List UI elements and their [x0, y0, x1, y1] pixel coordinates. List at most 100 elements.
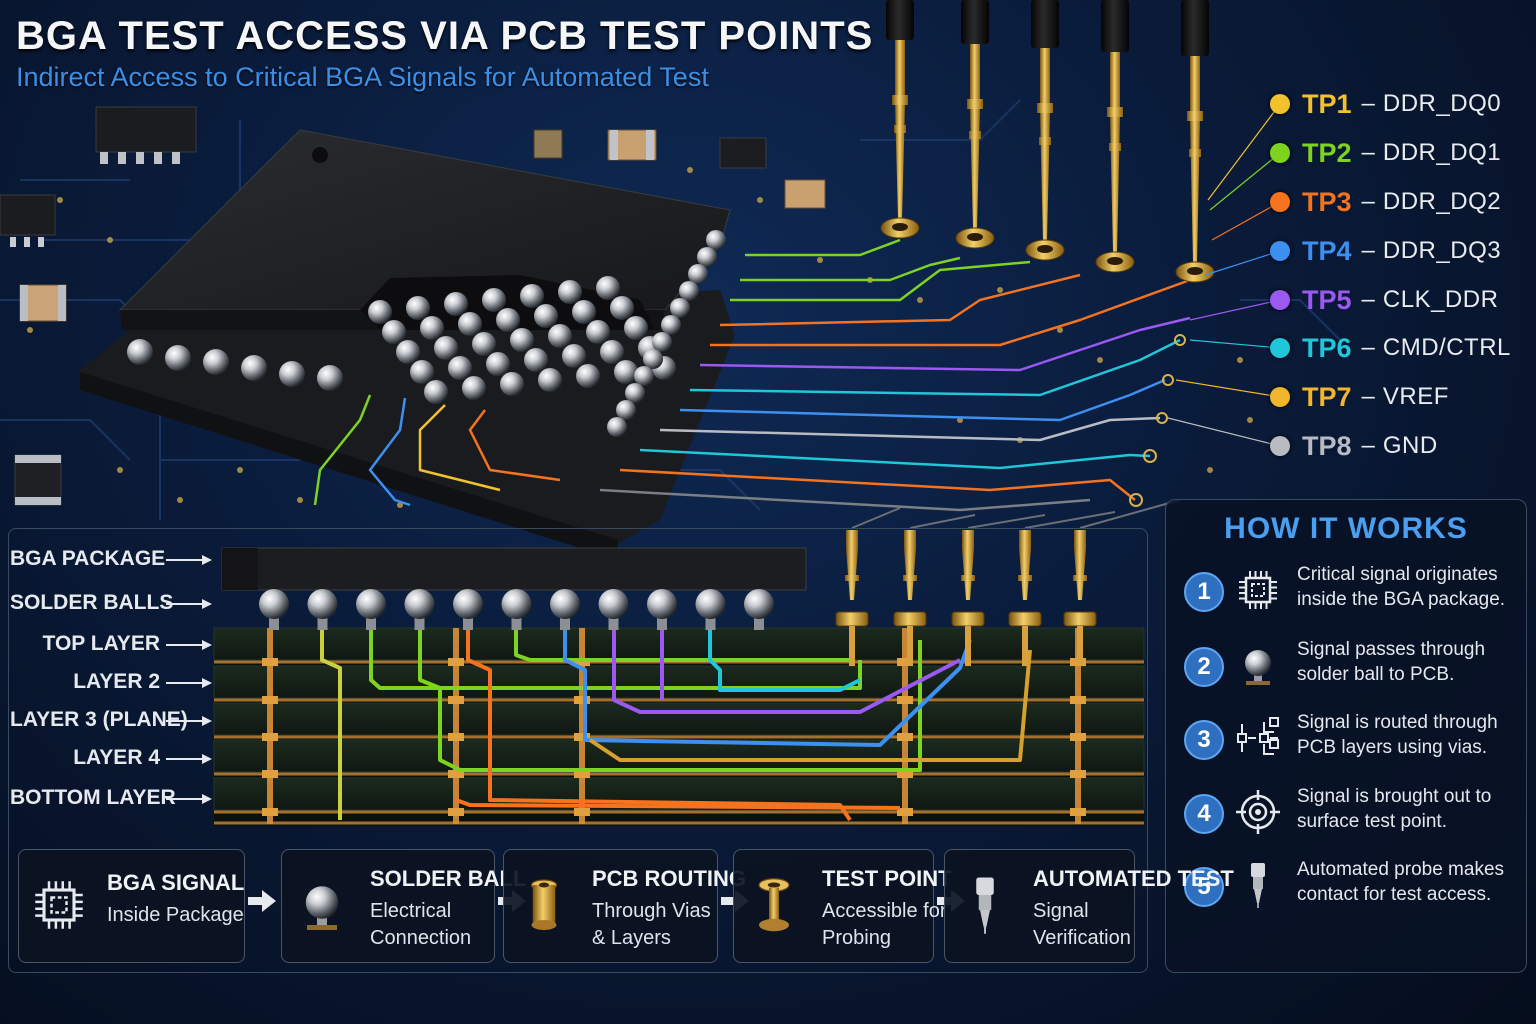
legend-separator: – — [1361, 139, 1375, 166]
flow-subtitle-2: Probing — [822, 927, 891, 949]
legend-signal-label: CMD/CTRL — [1382, 334, 1511, 361]
step-line-2: contact for test access. — [1297, 884, 1492, 905]
legend-item-tp3: TP3–DDR_DQ2 — [1270, 182, 1501, 222]
step-line-2: solder ball to PCB. — [1297, 664, 1455, 685]
solder-balls-label: SOLDER BALLS — [10, 591, 174, 614]
flow-subtitle-2: & Layers — [592, 927, 671, 949]
legend-separator: – — [1361, 432, 1375, 459]
how-it-works-panel: HOW IT WORKS 1 Critical signal originates… — [1165, 499, 1527, 973]
legend-tp-label: TP6 — [1302, 332, 1352, 363]
step-description: Signal passes through solder ball to PCB. — [1297, 637, 1522, 687]
chip-icon — [29, 860, 99, 952]
step-line-1: Automated probe makes — [1297, 859, 1505, 880]
legend-signal-label: CLK_DDR — [1382, 286, 1499, 313]
step-line-1: Signal passes through — [1297, 639, 1486, 660]
legend-tp-label: TP5 — [1302, 284, 1352, 315]
step-line-2: PCB layers using vias. — [1297, 737, 1488, 758]
legend-dot-icon — [1270, 241, 1290, 261]
flow-subtitle-1: Signal — [1033, 900, 1089, 922]
step-number-badge: 1 — [1184, 572, 1224, 612]
how-step-4: 4 Signal is brought out to surface test po… — [1166, 784, 1526, 844]
flow-subtitle-2: Verification — [1033, 927, 1131, 949]
bottom-layer-label: BOTTOM LAYER — [10, 786, 176, 809]
legend-dot-icon — [1270, 436, 1290, 456]
flow-arrow-icon — [248, 890, 276, 912]
layer-4-label: LAYER 4 — [73, 746, 160, 769]
legend-separator: – — [1361, 286, 1375, 313]
flow-subtitle-1: Electrical — [370, 900, 452, 922]
legend-tp-label: TP7 — [1302, 381, 1352, 412]
flow-subtitle-1: Through Vias — [592, 900, 711, 922]
legend-signal-label: DDR_DQ1 — [1382, 139, 1502, 166]
legend-tp-label: TP3 — [1302, 186, 1352, 217]
how-step-2: 2 Signal passes through solder ball to PCB… — [1166, 637, 1526, 697]
flow-subtitle-2: Connection — [370, 927, 472, 949]
step-line-1: Critical signal originates — [1297, 564, 1498, 585]
step-description: Critical signal originates inside the BGA… — [1297, 562, 1522, 612]
arrow-right-icon — [166, 555, 212, 565]
page-title: BGA TEST ACCESS VIA PCB TEST POINTS — [16, 14, 874, 58]
bga-package-label: BGA PACKAGE — [10, 547, 166, 570]
legend-tp-label: TP2 — [1302, 137, 1352, 168]
legend-item-tp5: TP5–CLK_DDR — [1270, 280, 1498, 320]
legend-dot-icon — [1270, 94, 1290, 114]
legend-dot-icon — [1270, 387, 1290, 407]
arrow-right-icon — [166, 754, 212, 764]
legend-tp-label: TP1 — [1302, 88, 1352, 119]
legend-dot-icon — [1270, 192, 1290, 212]
flow-subtitle-1: Inside Package — [107, 904, 244, 926]
chip-icon — [1234, 566, 1282, 614]
probe-icon — [955, 860, 1025, 952]
layer-3-label: LAYER 3 (PLANE) — [10, 708, 188, 731]
step-number-badge: 2 — [1184, 647, 1224, 687]
arrow-right-icon — [166, 794, 212, 804]
via-icon — [514, 860, 584, 952]
legend-signal-label: GND — [1382, 432, 1438, 459]
flow-title: AUTOMATED TEST — [1033, 866, 1234, 891]
layer-2-label: LAYER 2 — [73, 670, 160, 693]
step-line-1: Signal is brought out to — [1297, 786, 1492, 807]
flow-subtitle-1: Accessible for — [822, 900, 947, 922]
step-number-badge: 4 — [1184, 794, 1224, 834]
legend-separator: – — [1361, 383, 1375, 410]
legend-item-tp2: TP2–DDR_DQ1 — [1270, 133, 1501, 173]
legend-separator: – — [1361, 90, 1375, 117]
flow-title: SOLDER BALL — [370, 866, 527, 891]
step-line-2: inside the BGA package. — [1297, 589, 1506, 610]
target-icon — [1234, 788, 1282, 836]
legend-separator: – — [1361, 334, 1375, 361]
flow-step-pcb-routing: PCB ROUTING Through Vias & Layers — [503, 849, 746, 963]
routing-icon — [1234, 714, 1282, 762]
arrow-right-icon — [166, 599, 212, 609]
bga-ball-grid — [127, 230, 726, 437]
step-number-badge: 3 — [1184, 720, 1224, 760]
probe-array — [880, 0, 1281, 447]
legend-tp-label: TP4 — [1302, 235, 1352, 266]
step-line-1: Signal is routed through — [1297, 712, 1498, 733]
step-description: Automated probe makes contact for test ac… — [1297, 857, 1522, 907]
legend-dot-icon — [1270, 143, 1290, 163]
arrow-right-icon — [166, 678, 212, 688]
flow-title: PCB ROUTING — [592, 866, 746, 891]
legend-item-tp7: TP7–VREF — [1270, 377, 1449, 417]
how-it-works-title: HOW IT WORKS — [1224, 512, 1468, 545]
legend-item-tp8: TP8–GND — [1270, 426, 1438, 466]
legend-signal-label: DDR_DQ2 — [1382, 188, 1502, 215]
legend-separator: – — [1361, 188, 1375, 215]
legend-signal-label: DDR_DQ0 — [1382, 90, 1502, 117]
step-description: Signal is brought out to surface test poi… — [1297, 784, 1522, 834]
legend-dot-icon — [1270, 290, 1290, 310]
step-line-2: surface test point. — [1297, 811, 1447, 832]
legend-signal-label: VREF — [1382, 383, 1449, 410]
legend-item-tp4: TP4–DDR_DQ3 — [1270, 231, 1501, 271]
arrow-right-icon — [166, 640, 212, 650]
solder-ball-icon — [292, 860, 362, 952]
legend-item-tp1: TP1–DDR_DQ0 — [1270, 84, 1501, 124]
